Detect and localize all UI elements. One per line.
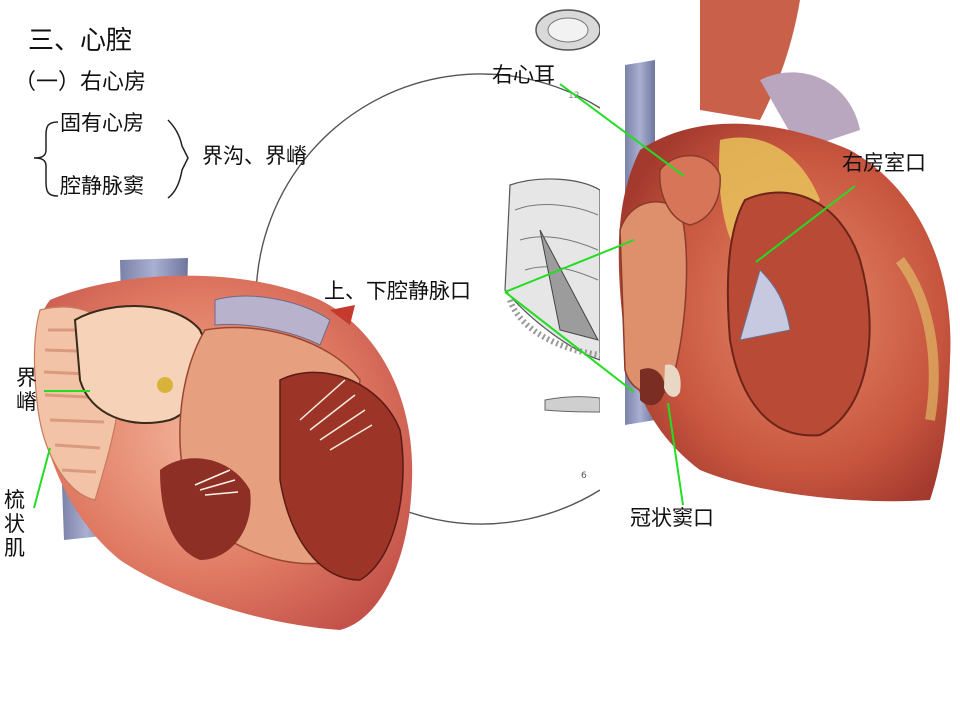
right-brace: [167, 119, 189, 199]
part-venous-sinus: 腔静脉窦: [60, 174, 144, 198]
subsection-heading: （一）右心房: [14, 70, 147, 95]
label-crista-terminalis: 界嵴: [16, 366, 37, 414]
plate-number-top: 12: [568, 91, 579, 101]
label-coronary-sinus: 冠状窦口: [630, 506, 714, 530]
boundary-label: 界沟、界嵴: [202, 144, 307, 168]
left-brace: [33, 121, 59, 197]
plate-number-bottom: 6: [581, 471, 587, 481]
section-heading: 三、心腔: [28, 26, 133, 56]
label-right-auricle: 右心耳: [492, 63, 555, 87]
left-heart-illustration: [33, 258, 413, 630]
label-av-orifice: 右房室口: [842, 151, 926, 175]
part-proper-atrium: 固有心房: [60, 111, 144, 135]
label-vena-cava-orifices: 上、下腔静脉口: [324, 279, 471, 303]
right-heart-illustration: [600, 0, 960, 505]
leader-lines: [33, 83, 856, 509]
label-pectinate-muscles: 梳状肌: [4, 488, 25, 560]
